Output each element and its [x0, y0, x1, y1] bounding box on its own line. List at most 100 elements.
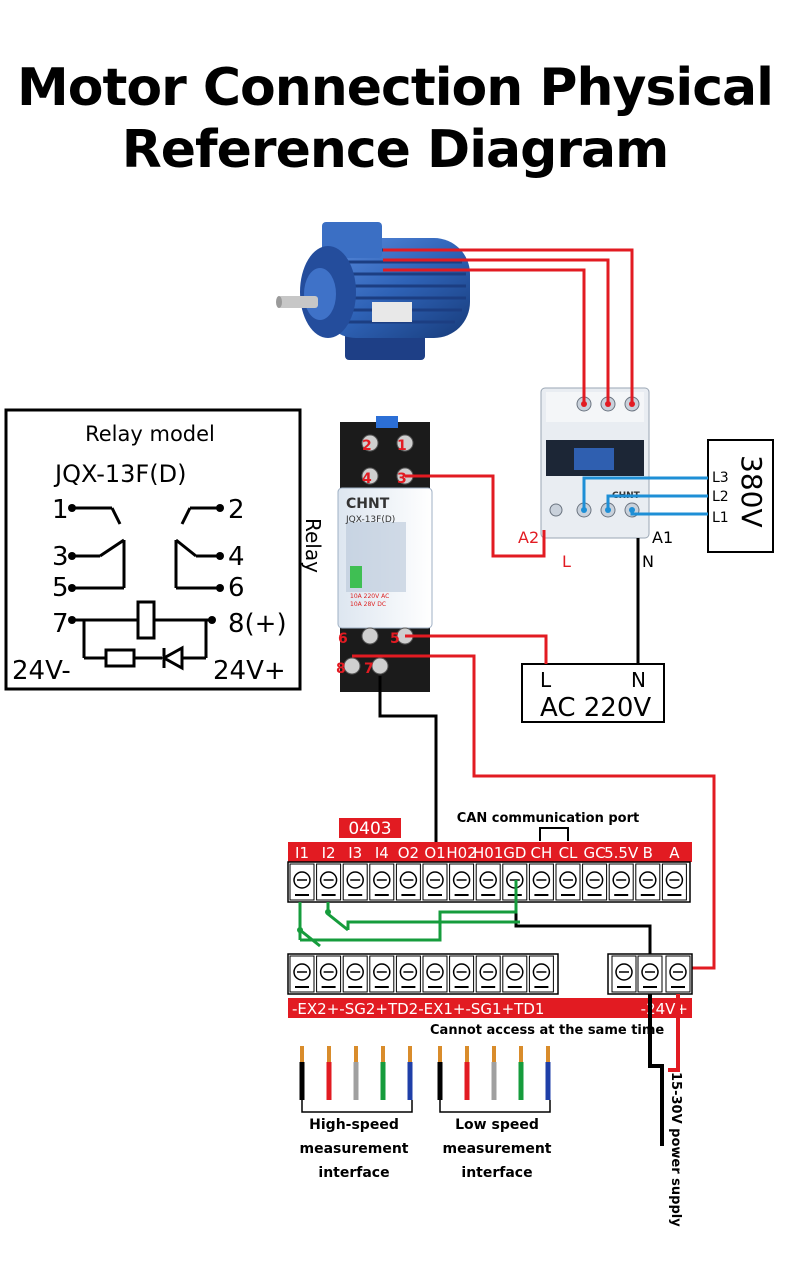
supply-380v-label: 380V — [735, 455, 768, 528]
sensor-wire-lead — [299, 1046, 305, 1100]
terminal-screw — [475, 955, 501, 993]
relay-pin-5: 5 — [390, 631, 400, 647]
relay-model-text: JQX-13F(D) — [345, 515, 395, 525]
terminal-label: GD — [503, 844, 526, 862]
relay-pin-8: 8 — [336, 661, 346, 677]
pin-6-label: 6 — [228, 573, 245, 603]
contactor-a1-label: A1 — [652, 528, 673, 547]
left-contact-symbol — [72, 506, 126, 590]
relay-to-contactor-wire — [405, 474, 546, 558]
terminal-screw — [635, 863, 661, 901]
measurement-terminal-labels: -EX2+-SG2+TD2-EX1+-SG1+TD1 — [292, 1000, 544, 1018]
sensor-wire-lead — [380, 1046, 386, 1100]
terminal-label: O1 — [424, 844, 445, 862]
sensor-wire-lead — [326, 1046, 332, 1100]
relay-pin-3: 3 — [397, 471, 407, 487]
power-terminal-screw — [665, 955, 691, 993]
terminal-screw — [316, 863, 342, 901]
low-speed-line-1: Low speed — [455, 1117, 539, 1133]
pin-7-label: 7 — [52, 609, 69, 639]
pin-2-label: 2 — [228, 495, 245, 525]
coil-minus-label: 24V- — [12, 656, 71, 686]
pin-1-label: 1 — [52, 495, 69, 525]
power-terminal-screw — [637, 955, 663, 993]
terminal-label: GC — [584, 844, 606, 862]
terminal-screw — [369, 863, 395, 901]
terminal-label: O2 — [398, 844, 419, 862]
coil-plus-label: 24V+ — [213, 656, 286, 686]
relay-label: Relay — [301, 518, 325, 573]
coil-circuit-symbol — [72, 600, 212, 671]
coil-minus-wire — [378, 676, 438, 874]
relay-brand: CHNT — [346, 496, 390, 512]
sensor-wire-lead — [491, 1046, 497, 1100]
terminal-label: I4 — [375, 844, 389, 862]
high-speed-line-3: interface — [318, 1165, 389, 1181]
sensor-wire-lead — [518, 1046, 524, 1100]
terminal-screw — [422, 955, 448, 993]
relay-pin-7: 7 — [364, 661, 374, 677]
relay-to-ac-wire — [405, 634, 548, 664]
power-plus-lead — [668, 994, 680, 1072]
highlight-tag: 0403 — [348, 819, 391, 839]
terminal-screw — [475, 863, 501, 901]
sensor-wire-lead — [464, 1046, 470, 1100]
terminal-screw — [582, 863, 608, 901]
power-minus-lead — [648, 994, 664, 1146]
coil-plus-wire — [352, 654, 716, 970]
phase-wires — [582, 476, 708, 516]
pin-4-label: 4 — [228, 542, 245, 572]
terminal-label: B — [643, 844, 653, 862]
low-speed-line-2: measurement — [443, 1141, 552, 1157]
terminal-screw — [289, 955, 315, 993]
sensor-wire-lead — [545, 1046, 551, 1100]
terminal-label: CH — [531, 844, 553, 862]
contactor-a2-label: A2 — [518, 528, 539, 547]
terminal-screw — [395, 863, 421, 901]
relay-model-box: Relay model JQX-13F(D) 1 2 3 4 5 6 7 8(+… — [4, 408, 302, 691]
contactor-l-label: L — [562, 552, 571, 571]
low-speed-bracket — [439, 1100, 551, 1113]
relay-image: CHNT JQX-13F(D) 10A 220V AC 10A 28V DC 2… — [301, 416, 433, 692]
pin-5-label: 5 — [52, 573, 69, 603]
terminal-label: I3 — [348, 844, 362, 862]
ac-220v-box: L N AC 220V — [521, 663, 665, 723]
supply-380v-box: 380V L3 L2 L1 — [707, 439, 774, 553]
can-port-label: CAN communication port — [457, 811, 639, 826]
terminal-label: 5.5V — [604, 844, 639, 862]
right-contact-symbol — [174, 506, 220, 590]
relay-pin-1: 1 — [397, 438, 407, 454]
terminal-label: CL — [559, 844, 578, 862]
ac-n-label: N — [631, 668, 646, 692]
terminal-label: H02 — [446, 844, 476, 862]
sensor-wire-lead — [437, 1046, 443, 1100]
power-terminal-labels: -24V+ — [641, 1000, 688, 1018]
terminal-screw — [608, 863, 634, 901]
motor-image — [276, 222, 470, 360]
high-speed-line-2: measurement — [300, 1141, 409, 1157]
terminal-screw — [369, 955, 395, 993]
power-supply-note: 15-30V power supply — [668, 1072, 683, 1227]
ac-l-label: L — [540, 668, 552, 692]
title-line-1: Motor Connection Physical — [17, 58, 774, 118]
relay-pin-6: 6 — [338, 631, 348, 647]
low-speed-line-3: interface — [461, 1165, 532, 1181]
terminal-screw — [449, 955, 475, 993]
ac-220v-label: AC 220V — [540, 693, 651, 723]
terminal-screw — [661, 863, 687, 901]
phase-l3-label: L3 — [712, 470, 729, 486]
terminal-label: A — [669, 844, 680, 862]
relay-rating-2: 10A 28V DC — [350, 601, 386, 608]
terminal-screw — [316, 955, 342, 993]
pin-8-label: 8(+) — [228, 609, 287, 639]
terminal-screw — [342, 863, 368, 901]
motor-wires — [383, 248, 634, 404]
relay-model-name: JQX-13F(D) — [53, 460, 186, 488]
terminal-label: I2 — [322, 844, 336, 862]
terminal-screw — [342, 955, 368, 993]
can-bracket — [539, 827, 569, 841]
sensor-wire-lead — [353, 1046, 359, 1100]
